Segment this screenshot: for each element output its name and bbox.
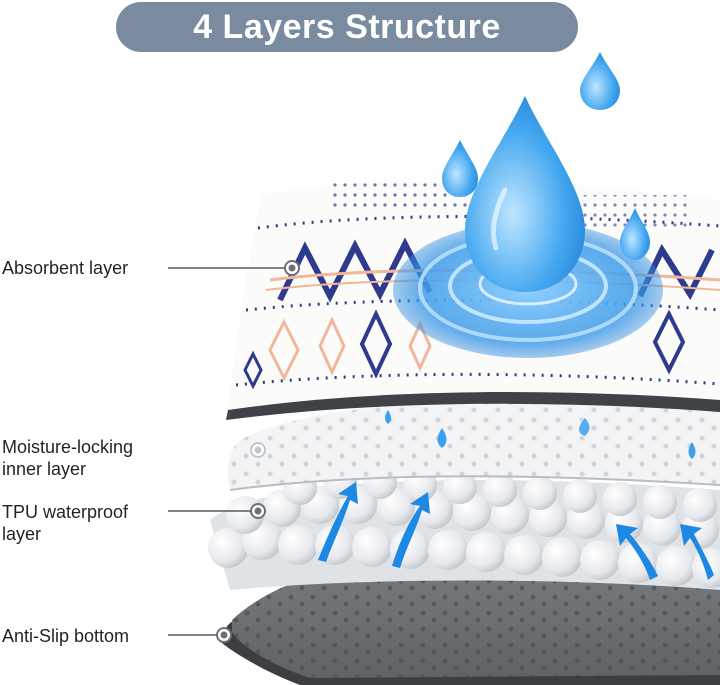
large-water-drop xyxy=(465,96,585,292)
leader-line xyxy=(168,267,286,636)
label-absorbent-layer: Absorbent layer xyxy=(2,258,129,278)
small-water-drop xyxy=(442,140,478,197)
small-water-drop xyxy=(580,52,620,110)
tpu-bubble-layer-shape xyxy=(208,465,720,590)
label-moisture-locking-layer: Moisture-locking inner layer xyxy=(2,437,134,479)
small-water-drop xyxy=(620,208,650,260)
title-banner: 4 Layers Structure xyxy=(116,2,578,52)
label-anti-slip-bottom: Anti-Slip bottom xyxy=(2,626,130,646)
page-title: 4 Layers Structure xyxy=(193,7,501,46)
upward-arrow-icon xyxy=(318,482,714,580)
moisture-locking-layer-shape xyxy=(227,401,720,491)
label-tpu-waterproof-layer: TPU waterproof layer xyxy=(2,502,129,544)
marker-dot xyxy=(216,260,300,643)
